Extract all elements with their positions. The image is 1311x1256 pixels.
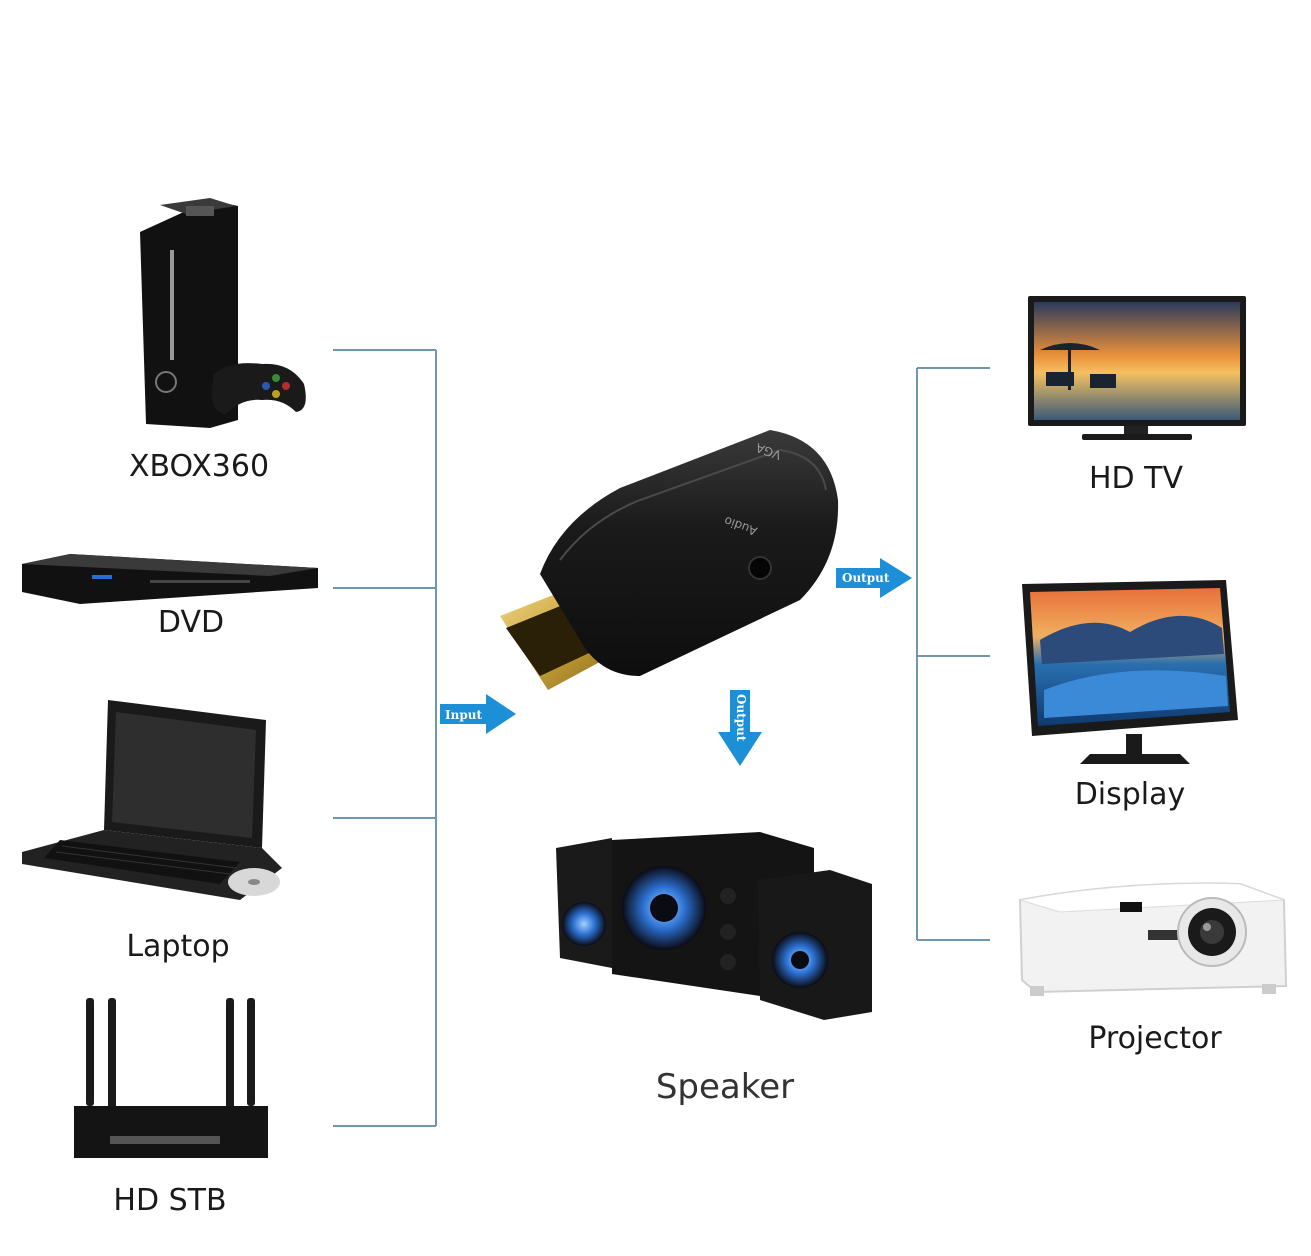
xbox360-icon [140, 198, 306, 428]
output-connector-lines [916, 367, 990, 941]
input-label-laptop: Laptop [126, 929, 230, 964]
input-arrow: Input [440, 694, 516, 734]
hd-stb-router-icon [74, 998, 268, 1158]
input-connector-lines [333, 349, 437, 1127]
output-label-display: Display [1074, 777, 1186, 812]
output-label-speaker: Speaker [655, 1067, 795, 1107]
display-monitor-icon [1022, 580, 1238, 764]
output-label-hd-tv: HD TV [1088, 461, 1184, 496]
output-right-arrow-label: Output [842, 571, 890, 585]
speaker-system-icon [556, 832, 872, 1020]
input-label-xbox360: XBOX360 [128, 449, 270, 484]
projector-icon [1018, 882, 1288, 996]
output-right-arrow: Output [836, 558, 912, 598]
hd-tv-icon [1028, 296, 1246, 440]
laptop-icon [22, 700, 282, 900]
input-arrow-label: Input [445, 708, 482, 722]
dvd-player-icon [22, 554, 318, 604]
output-down-arrow-label: Output [734, 694, 748, 742]
output-label-projector: Projector [1088, 1021, 1222, 1056]
input-label-dvd: DVD [157, 605, 225, 640]
input-label-hd-stb: HD STB [113, 1183, 227, 1218]
hdmi-vga-adapter-image: VGA Audio [500, 430, 839, 690]
output-down-arrow: Output [718, 690, 762, 766]
